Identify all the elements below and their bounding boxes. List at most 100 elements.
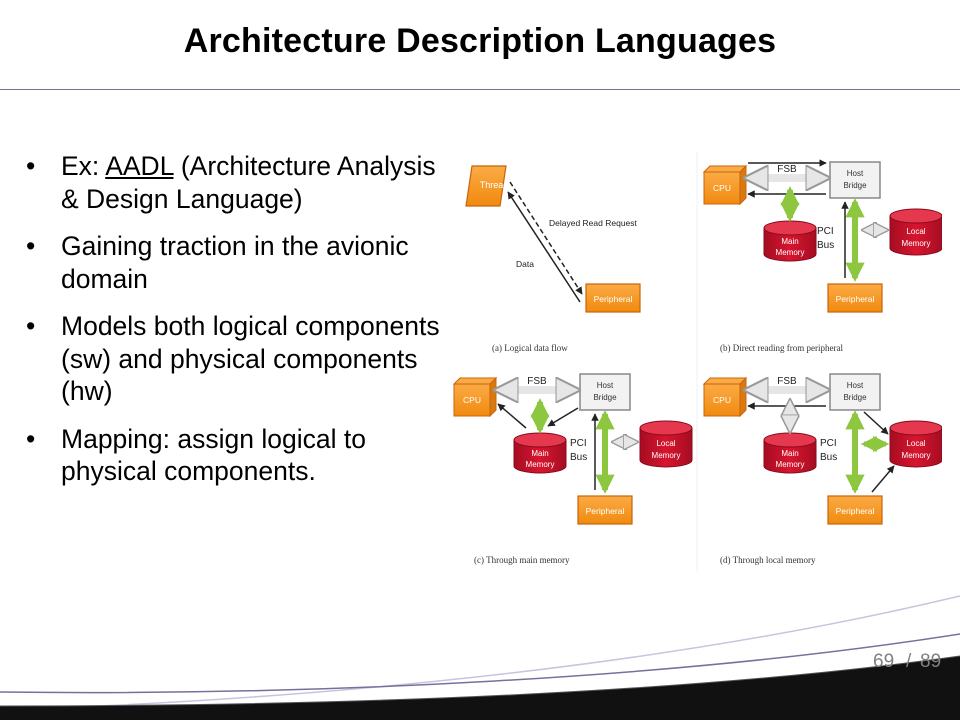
panel-b: CPU Host Bridge FSB Main Memory Local Me… bbox=[702, 159, 942, 353]
swoosh-edge bbox=[0, 655, 960, 707]
bullet-dot-icon: • bbox=[26, 423, 36, 454]
bridge-to-local-arrow bbox=[863, 411, 889, 435]
main-memory-cylinder bbox=[513, 440, 567, 474]
footer-swoosh bbox=[0, 595, 960, 720]
page-current: 69 bbox=[873, 651, 895, 672]
page-separator: / bbox=[906, 651, 912, 672]
title-divider bbox=[0, 89, 960, 90]
main-memory-label-1: Main bbox=[781, 449, 798, 458]
host-label: Host bbox=[847, 381, 864, 390]
pci-label: PCI bbox=[820, 438, 837, 449]
main-memory-label-2: Memory bbox=[776, 248, 805, 257]
pci-label: PCI bbox=[570, 438, 587, 449]
bullet-item: • Gaining traction in the avionic domain bbox=[24, 230, 444, 295]
bridge-to-memory-arrow bbox=[547, 407, 579, 427]
main-memory-label-2: Memory bbox=[526, 460, 555, 469]
bullet-text: Mapping: assign logical to physical comp… bbox=[61, 423, 366, 487]
bridge-label: Bridge bbox=[843, 181, 867, 190]
bus-label: Bus bbox=[817, 240, 834, 251]
delayed-request-label: Delayed Read Request bbox=[549, 218, 638, 228]
local-memory-top bbox=[889, 420, 942, 436]
panel-d: CPU Host Bridge FSB Main Memory Local Me… bbox=[702, 373, 942, 565]
bridge-label: Bridge bbox=[843, 393, 867, 402]
fsb-label: FSB bbox=[777, 164, 797, 175]
host-bridge-box bbox=[829, 161, 881, 199]
peripheral-box bbox=[577, 495, 633, 525]
data-label: Data bbox=[516, 259, 534, 269]
host-bridge-box bbox=[829, 373, 881, 411]
local-memory-cylinder bbox=[639, 428, 693, 468]
local-memory-cylinder bbox=[889, 428, 942, 468]
thread-shape bbox=[465, 165, 507, 207]
cpu-top-face bbox=[452, 377, 498, 385]
data-arrow bbox=[507, 191, 581, 303]
main-memory-label-1: Main bbox=[781, 237, 798, 246]
cpu-label: CPU bbox=[713, 395, 731, 405]
bus-label: Bus bbox=[570, 452, 587, 463]
cpu-box bbox=[703, 171, 741, 205]
bullet-dot-icon: • bbox=[26, 151, 36, 181]
panel-c: CPU Host Bridge FSB Main Memory Local Me… bbox=[452, 373, 693, 565]
bullet-dot-icon: • bbox=[26, 311, 36, 341]
fsb-label: FSB bbox=[777, 376, 797, 387]
memory-to-cpu-arrow bbox=[497, 403, 527, 429]
peripheral-box bbox=[585, 283, 641, 313]
peripheral-box bbox=[827, 495, 883, 525]
thread-label: Thread bbox=[480, 180, 509, 190]
slide-title: Architecture Description Languages bbox=[183, 22, 777, 60]
main-memory-top bbox=[763, 220, 817, 236]
bullet-text: Models both logical components (sw) and … bbox=[61, 311, 440, 406]
panel-a: Thread Peripheral Delayed Read Request D… bbox=[465, 165, 641, 353]
cpu-top-face bbox=[702, 165, 748, 173]
architecture-figure: Thread Peripheral Delayed Read Request D… bbox=[452, 152, 942, 572]
host-label: Host bbox=[847, 169, 864, 178]
caption-a: (a) Logical data flow bbox=[492, 343, 568, 353]
caption-b: (b) Direct reading from peripheral bbox=[720, 343, 843, 353]
peripheral-to-local-arrow bbox=[871, 465, 895, 493]
local-memory-label-2: Memory bbox=[652, 451, 681, 460]
local-memory-label-1: Local bbox=[906, 227, 925, 236]
local-memory-label-1: Local bbox=[656, 439, 675, 448]
fsb-label: FSB bbox=[527, 376, 547, 387]
delayed-request-arrow bbox=[509, 181, 583, 295]
cpu-side-face bbox=[739, 376, 747, 418]
bullet-text: Gaining traction in the avionic domain bbox=[61, 231, 409, 294]
peripheral-label: Peripheral bbox=[836, 294, 875, 304]
cpu-top-face bbox=[702, 377, 748, 385]
local-memory-cylinder bbox=[889, 216, 942, 256]
main-memory-label-1: Main bbox=[531, 449, 548, 458]
main-memory-cylinder bbox=[763, 440, 817, 474]
local-memory-label-2: Memory bbox=[902, 239, 931, 248]
cpu-side-face bbox=[489, 376, 497, 418]
host-label: Host bbox=[597, 381, 614, 390]
cpu-label: CPU bbox=[463, 395, 481, 405]
local-memory-label-2: Memory bbox=[902, 451, 931, 460]
local-memory-top bbox=[889, 208, 942, 224]
bus-label: Bus bbox=[820, 452, 837, 463]
peripheral-box bbox=[827, 283, 883, 313]
bridge-label: Bridge bbox=[593, 393, 617, 402]
bullet-item: • Models both logical components (sw) an… bbox=[24, 310, 444, 408]
swoosh-line-light bbox=[0, 595, 960, 711]
bullet-item: • Mapping: assign logical to physical co… bbox=[24, 423, 444, 488]
cpu-box bbox=[703, 383, 741, 417]
peripheral-label: Peripheral bbox=[836, 506, 875, 516]
caption-c: (c) Through main memory bbox=[474, 555, 570, 565]
cpu-side-face bbox=[739, 164, 747, 206]
cpu-label: CPU bbox=[713, 183, 731, 193]
swoosh-dark-band bbox=[0, 656, 960, 720]
main-memory-cylinder bbox=[763, 228, 817, 262]
pci-label: PCI bbox=[817, 226, 834, 237]
aadl-link[interactable]: AADL bbox=[105, 151, 174, 181]
peripheral-label: Peripheral bbox=[586, 506, 625, 516]
page-total: 89 bbox=[920, 651, 942, 672]
main-memory-top bbox=[763, 432, 817, 448]
local-memory-label-1: Local bbox=[906, 439, 925, 448]
bullet-list: • Ex: AADL (Architecture Analysis & Desi… bbox=[24, 150, 444, 503]
swoosh-line-purple bbox=[0, 633, 960, 694]
bullet-item: • Ex: AADL (Architecture Analysis & Desi… bbox=[24, 150, 444, 215]
main-memory-label-2: Memory bbox=[776, 460, 805, 469]
caption-d: (d) Through local memory bbox=[720, 555, 816, 565]
local-memory-top bbox=[639, 420, 693, 436]
bullet-dot-icon: • bbox=[26, 231, 36, 261]
